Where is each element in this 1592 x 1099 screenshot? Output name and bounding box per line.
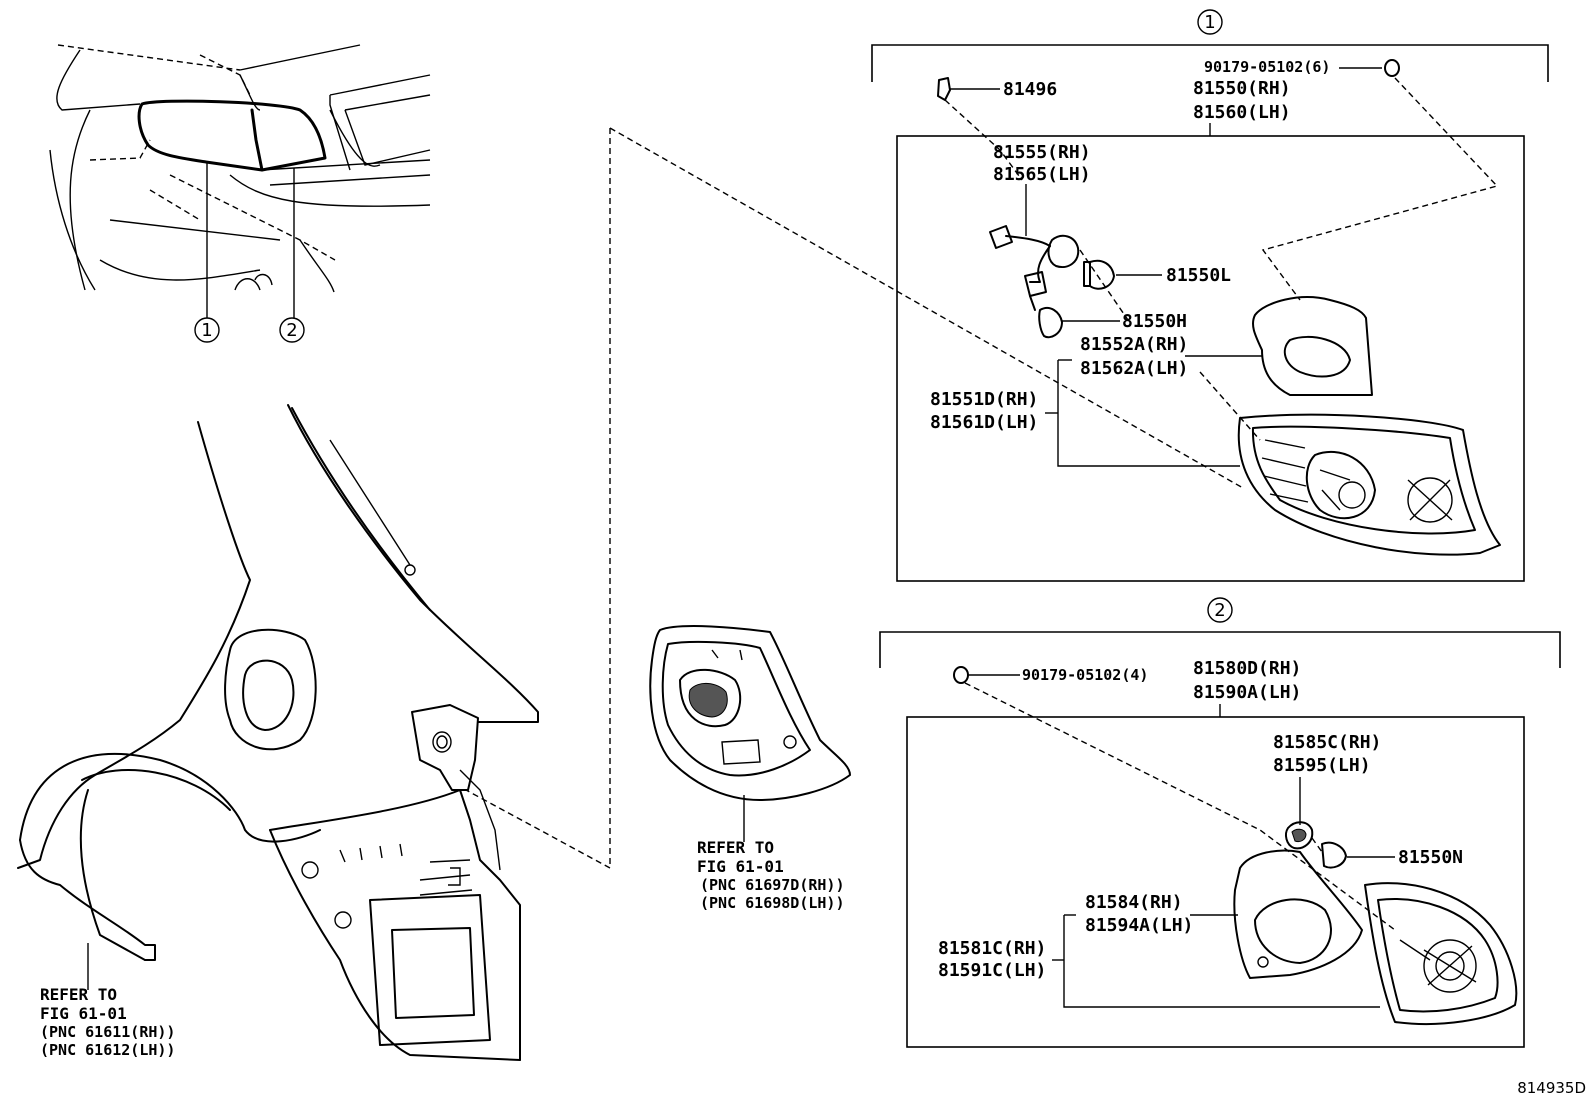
ref-panel-line3: (PNC 61697D(RH)) [700, 876, 845, 894]
g1-screw-label: 90179-05102(6) [1204, 58, 1330, 76]
g2-gasket-rh-label: 81584(RH) [1085, 892, 1183, 913]
g2-lens-lh-label: 81591C(LH) [938, 960, 1046, 981]
ref-panel-line2: FIG 61-01 [697, 857, 784, 876]
lamp-mount-panel-drawing [649, 625, 851, 842]
callout-1-label: 1 [201, 320, 212, 341]
g1-assy-lh-label: 81560(LH) [1193, 102, 1291, 123]
g1-gasket-lh-label: 81562A(LH) [1080, 358, 1188, 379]
ref-fender-line2: FIG 61-01 [40, 1004, 127, 1023]
group-1-outer-lamp: 1 [871, 9, 1549, 582]
g1-lens-rh-label: 81551D(RH) [930, 389, 1038, 410]
group-1-callout: 1 [1204, 12, 1215, 33]
g2-gasket-lh-label: 81594A(LH) [1085, 915, 1193, 936]
group-2-callout: 2 [1214, 600, 1225, 621]
group-2-inner-lamp: 2 [879, 597, 1561, 1048]
g2-socket-lh-label: 81595(LH) [1273, 755, 1371, 776]
g1-gasket-rh-label: 81552A(RH) [1080, 334, 1188, 355]
g1-bolt-small-label: 81496 [1003, 79, 1057, 100]
g2-assy-rh-label: 81580D(RH) [1193, 658, 1301, 679]
g1-bulb-h-label: 81550H [1122, 311, 1187, 332]
quarter-panel-drawing [17, 404, 539, 1061]
g2-socket-rh-label: 81585C(RH) [1273, 732, 1381, 753]
g2-bulb-n-label: 81550N [1398, 847, 1463, 868]
g1-assy-rh-label: 81550(RH) [1193, 78, 1291, 99]
g1-socket-lh-label: 81565(LH) [993, 164, 1091, 185]
ref-panel-line4: (PNC 61698D(LH)) [700, 894, 845, 912]
g1-lens-lh-label: 81561D(LH) [930, 412, 1038, 433]
g2-assy-lh-label: 81590A(LH) [1193, 682, 1301, 703]
g1-socket-rh-label: 81555(RH) [993, 142, 1091, 163]
g2-lens-rh-label: 81581C(RH) [938, 938, 1046, 959]
g1-bulb-l-label: 81550L [1166, 265, 1231, 286]
vehicle-rear-view: 1 2 [49, 44, 431, 343]
ref-fender-line3: (PNC 61611(RH)) [40, 1023, 175, 1041]
ref-fender-line1: REFER TO [40, 985, 117, 1004]
ref-panel-line1: REFER TO [697, 838, 774, 857]
figure-id: 814935D [1517, 1079, 1586, 1097]
callout-2-label: 2 [286, 320, 297, 341]
g2-screw-label: 90179-05102(4) [1022, 666, 1148, 684]
ref-fender-line4: (PNC 61612(LH)) [40, 1041, 175, 1059]
